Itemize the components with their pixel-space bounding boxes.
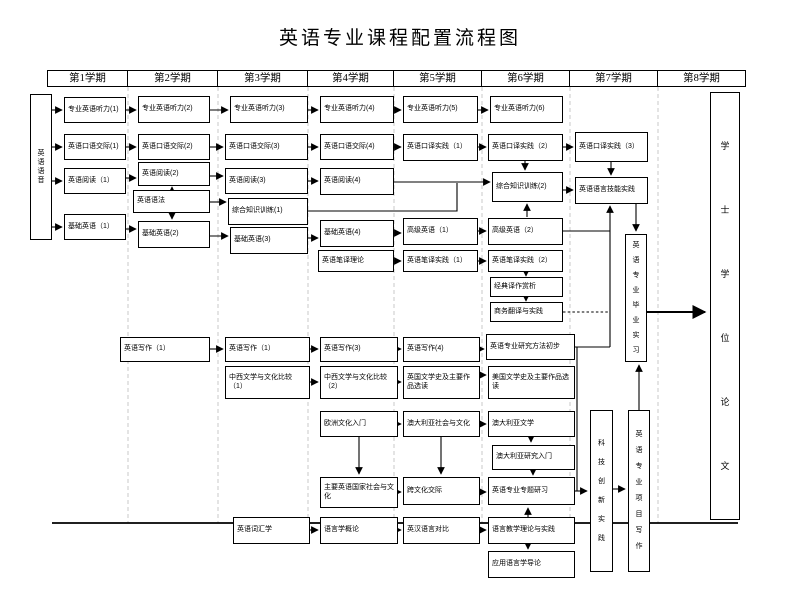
page-title: 英语专业课程配置流程图 (278, 28, 521, 49)
node-applied-linguistics: 应用语言学导论 (488, 551, 575, 578)
node-writing-sem3: 英语写作（1） (225, 337, 310, 362)
node-scitech-innovation: 科技创新实践 (590, 410, 613, 572)
node-lit-comparison-2: 中西文学与文化比较（2） (320, 366, 398, 399)
node-reading-1: 英语阅读（1） (64, 168, 126, 194)
node-australia-literature: 澳大利亚文学 (488, 411, 575, 437)
node-advanced-english-1: 高级英语（1） (403, 218, 478, 245)
node-listening-2: 专业英语听力(2) (138, 96, 210, 123)
node-language-skills-practice: 英语语言技能实践 (575, 177, 648, 204)
semester-header-1: 第1学期 (47, 70, 128, 87)
node-european-culture: 欧洲文化入门 (320, 411, 398, 437)
node-basic-english-2: 基础英语(2) (138, 221, 210, 248)
node-english-countries-society: 主要英语国家社会与文化 (320, 477, 398, 508)
node-linguistics-intro: 语言学概论 (320, 517, 398, 544)
semester-header-7: 第7学期 (569, 70, 658, 87)
node-knowledge-training-2: 综合知识训练(2) (492, 172, 563, 202)
node-basic-english-4: 基础英语(4) (320, 220, 394, 247)
node-australia-studies: 澳大利亚研究入门 (492, 445, 575, 470)
node-listening-4: 专业英语听力(4) (320, 96, 394, 123)
semester-header-2: 第2学期 (127, 70, 218, 87)
node-major-seminar: 英语专业专题研习 (488, 477, 575, 505)
semester-header-3: 第3学期 (217, 70, 308, 87)
column-separators (127, 87, 659, 523)
node-oral-2: 英语口语交际(2) (138, 134, 210, 160)
node-australia-society-culture: 澳大利亚社会与文化 (403, 411, 480, 437)
node-listening-6: 专业英语听力(6) (490, 96, 563, 123)
node-writing-sem2: 英语写作（1） (120, 337, 210, 362)
node-basic-english-1: 基础英语（1） (64, 214, 126, 240)
node-listening-3: 专业英语听力(3) (230, 96, 308, 123)
node-project-writing: 英语专业项目写作 (628, 410, 650, 572)
node-bachelor-thesis: 学士学位论文 (710, 92, 740, 520)
semester-header-6: 第6学期 (481, 70, 570, 87)
node-advanced-english-2: 高级英语（2） (488, 218, 563, 245)
node-interpretation-2: 英语口译实践（2） (488, 134, 563, 161)
node-basic-english-3: 基础英语(3) (230, 227, 308, 254)
semester-header-8: 第8学期 (657, 70, 746, 87)
node-graduation-internship: 英语专业毕业实习 (625, 234, 647, 362)
node-us-literature: 美国文学史及主要作品选读 (488, 366, 575, 399)
node-translation-practice-1: 英语笔译实践（1） (403, 250, 478, 272)
node-business-translation: 商务翻译与实践 (490, 302, 563, 322)
node-translation-theory: 英语笔译理论 (318, 250, 394, 272)
node-translation-practice-2: 英语笔译实践（2） (488, 250, 563, 272)
node-oral-4: 英语口语交际(4) (320, 134, 394, 160)
semester-header-5: 第5学期 (393, 70, 482, 87)
node-writing-3: 英语写作(3) (320, 337, 398, 362)
node-writing-4: 英语写作(4) (403, 337, 480, 362)
node-oral-1: 英语口语交际(1) (64, 134, 126, 160)
node-grammar: 英语语法 (133, 190, 210, 213)
node-en-cn-contrast: 英汉语言对比 (403, 517, 480, 544)
node-listening-5: 专业英语听力(5) (403, 96, 478, 123)
node-lexicology: 英语词汇学 (233, 517, 310, 544)
node-interpretation-1: 英语口译实践（1） (403, 134, 478, 161)
node-reading-2: 英语阅读(2) (138, 162, 210, 186)
node-classic-translation-appreciation: 经典译作赏析 (490, 277, 563, 297)
node-listening-1: 专业英语听力(1) (64, 97, 126, 123)
node-oral-3: 英语口语交际(3) (225, 134, 308, 160)
node-english-phonetics: 英语语音 (30, 94, 52, 240)
node-research-methods: 英语专业研究方法初步 (486, 334, 575, 360)
node-interpretation-3: 英语口译实践（3） (575, 132, 648, 162)
node-reading-4: 英语阅读(4) (320, 168, 394, 195)
node-teaching-theory-practice: 语言教学理论与实践 (488, 517, 575, 544)
node-uk-literature: 英国文学史及主要作品选读 (403, 366, 480, 399)
node-cross-cultural-communication: 跨文化交际 (403, 477, 480, 505)
node-knowledge-training-1: 综合知识训练(1) (228, 198, 308, 225)
node-reading-3: 英语阅读(3) (225, 168, 308, 194)
node-lit-comparison-1: 中西文学与文化比较（1） (225, 366, 310, 399)
